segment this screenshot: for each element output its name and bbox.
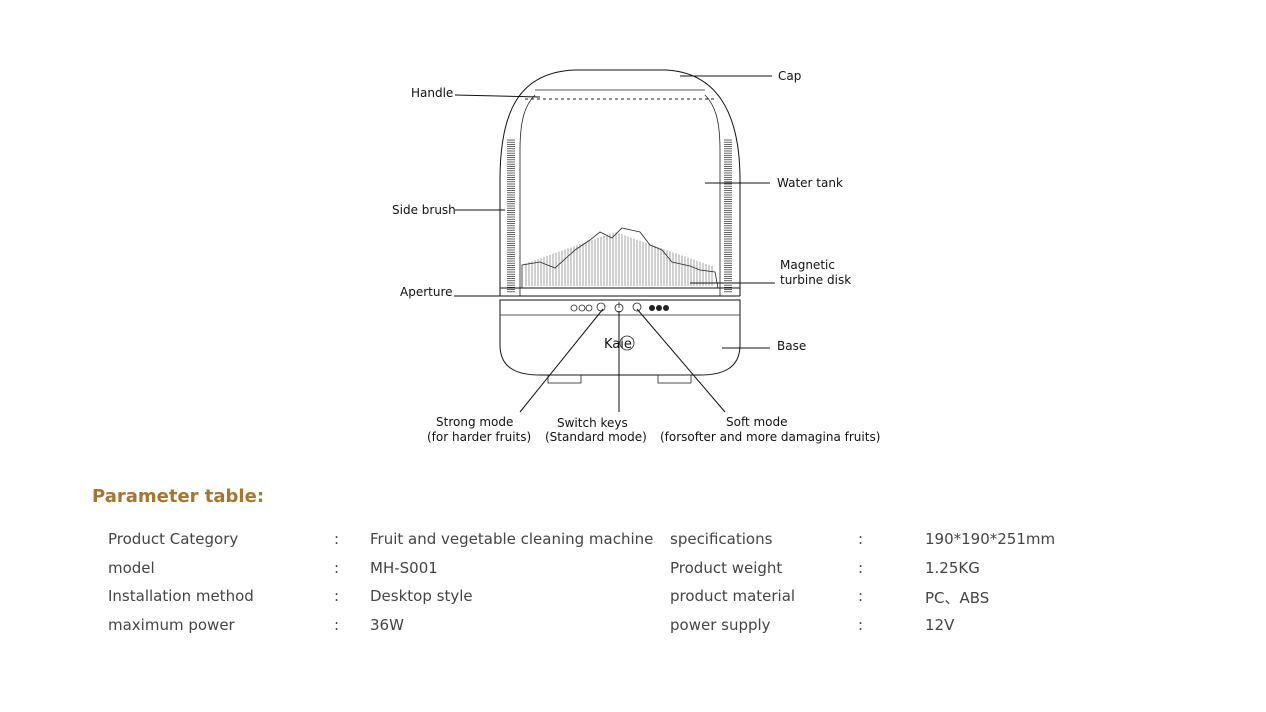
label-magnetic-2: turbine disk [780, 273, 851, 287]
label-cap: Cap [778, 69, 801, 83]
table-separator: : [334, 587, 340, 605]
table-value: 12V [925, 615, 955, 634]
side-brush-right [724, 139, 732, 293]
table-value: 190*190*251mm [925, 530, 1056, 548]
label-soft-1: Soft mode [726, 415, 788, 429]
label-switch-1: Switch keys [557, 416, 628, 430]
side-brush-left [507, 139, 515, 293]
table-value: 36W [370, 615, 404, 634]
brand-logo-circle [619, 335, 635, 351]
control-icons-left [570, 302, 606, 312]
device-body-outline [499, 69, 741, 296]
table-separator: : [858, 530, 864, 548]
label-strong-2: (for harder fruits) [427, 430, 531, 444]
table-value: 1.25KG [925, 558, 980, 577]
turbine-disk [521, 227, 719, 289]
table-separator: : [858, 587, 864, 605]
table-value: PC、ABS [925, 589, 990, 607]
label-soft-2: (forsofter and more damagina fruits) [660, 430, 880, 444]
label-strong-1: Strong mode [436, 415, 513, 429]
table-value: Desktop style [370, 587, 473, 605]
table-key: Product Category [108, 530, 239, 548]
table-separator: : [858, 615, 864, 634]
foot-right [657, 374, 692, 384]
label-aperture: Aperture [400, 285, 453, 299]
label-handle: Handle [411, 86, 453, 100]
table-separator: : [858, 558, 864, 577]
tank-inner-right [704, 94, 721, 296]
control-icons-right [632, 302, 669, 312]
table-separator: : [334, 530, 340, 548]
leader-soft [636, 308, 726, 413]
turbine-disk-hatch [525, 232, 713, 286]
label-base: Base [777, 339, 806, 353]
base-outline [499, 299, 741, 376]
label-side-brush: Side brush [392, 203, 456, 217]
parameter-table-title: Parameter table: [92, 486, 265, 507]
table-key: power supply [670, 615, 771, 634]
label-switch-2: (Standard mode) [545, 430, 647, 444]
table-separator: : [334, 615, 340, 634]
label-magnetic-1: Magnetic [780, 258, 835, 272]
table-key: product material [670, 587, 796, 605]
table-key: maximum power [108, 615, 235, 634]
table-key: Installation method [108, 587, 254, 605]
table-key: Product weight [670, 558, 783, 577]
leader-handle [454, 94, 541, 98]
brand-logo-text: Kaie [604, 337, 632, 352]
product-diagram: Kaie Handle Cap Water tank Side brush Ma… [392, 69, 880, 444]
tank-inner-left [519, 94, 536, 296]
table-separator: : [334, 558, 340, 577]
table-value: Fruit and vegetable cleaning machine [370, 530, 654, 548]
leader-strong [519, 308, 604, 413]
table-key: model [108, 558, 155, 577]
table-value: MH-S001 [370, 558, 438, 577]
table-key: specifications [670, 530, 773, 548]
foot-left [547, 374, 582, 384]
power-icon [614, 302, 624, 313]
label-water-tank: Water tank [777, 176, 843, 190]
